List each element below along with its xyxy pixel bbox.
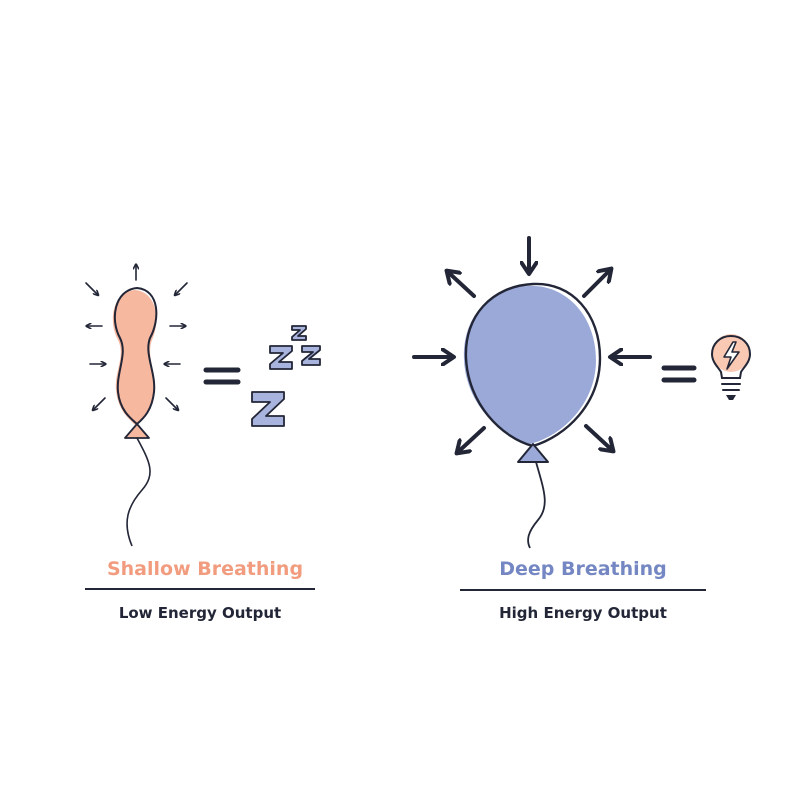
lightbulb-energy-icon [710, 334, 752, 400]
deep-breathing-title: Deep Breathing [499, 558, 667, 580]
deep-equals-sign [661, 365, 697, 383]
sleep-zzz-icon [251, 325, 321, 427]
shallow-breathing-title: Shallow Breathing [106, 558, 304, 580]
shallow-breathing-subtitle: Low Energy Output [118, 604, 282, 622]
shallow-equals-sign [203, 367, 241, 385]
deep-breathing-subtitle: High Energy Output [499, 604, 667, 622]
shallow-balloon [112, 286, 158, 547]
shallow-arrows [85, 266, 188, 409]
deep-divider [460, 589, 706, 591]
deep-balloon [463, 282, 602, 549]
deep-arrows [412, 236, 652, 452]
shallow-divider [85, 588, 315, 590]
